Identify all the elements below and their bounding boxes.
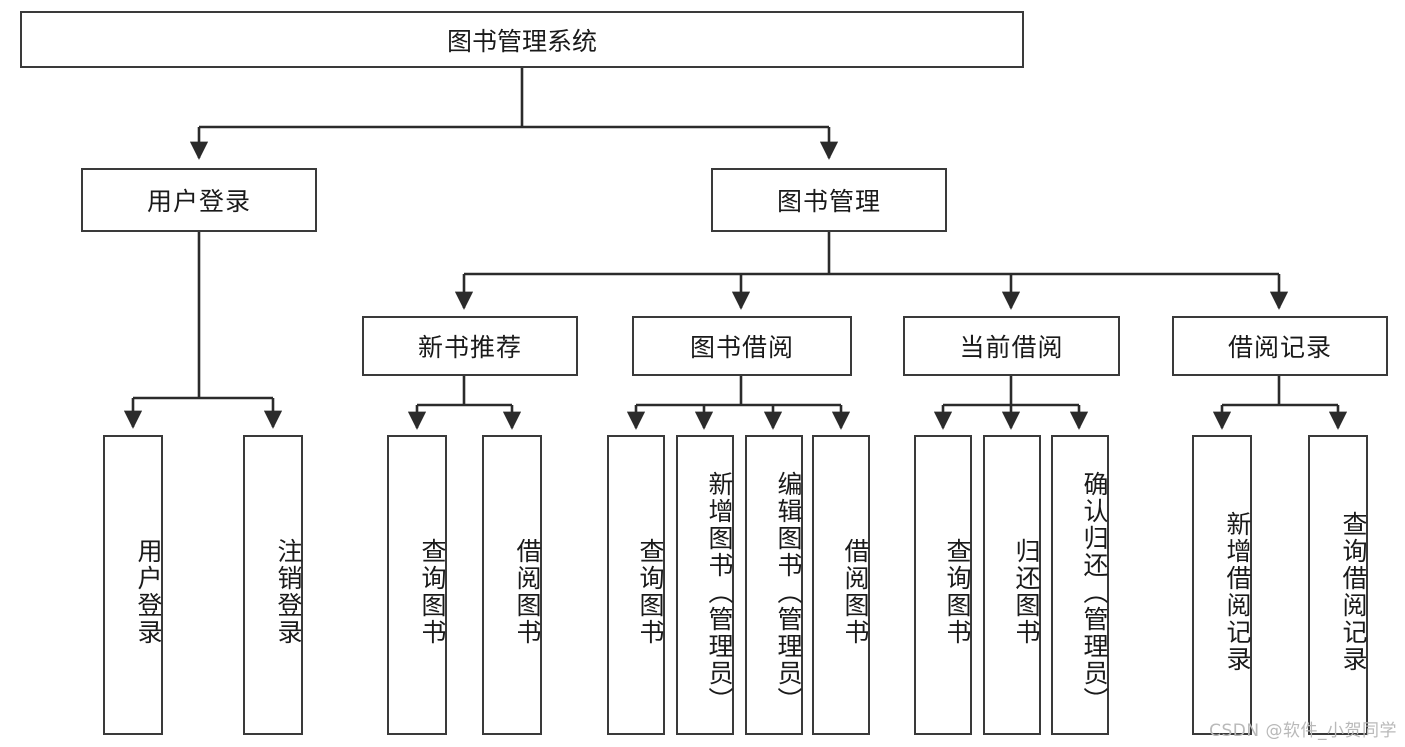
leaf-add-borrow-record[interactable]: 新增借阅记录 (1192, 435, 1252, 735)
node-label: 新书推荐 (417, 333, 522, 362)
node-label: 确认归还（管理员） (1080, 470, 1109, 714)
node-label: 借阅图书 (841, 538, 870, 646)
leaf-user-login[interactable]: 用户登录 (103, 435, 163, 735)
node-label: 用户登录 (146, 187, 251, 216)
node-borrow-record[interactable]: 借阅记录 (1172, 316, 1388, 376)
node-label: 注销登录 (274, 538, 303, 646)
node-book-borrow[interactable]: 图书借阅 (632, 316, 852, 376)
leaf-borrow-book[interactable]: 借阅图书 (812, 435, 870, 735)
leaf-query-book-borrow[interactable]: 查询图书 (607, 435, 665, 735)
node-label: 用户登录 (134, 538, 163, 646)
leaf-return-book[interactable]: 归还图书 (983, 435, 1041, 735)
node-label: 新增借阅记录 (1223, 511, 1252, 673)
node-current-borrow[interactable]: 当前借阅 (903, 316, 1120, 376)
node-label: 编辑图书（管理员） (774, 470, 803, 714)
node-label: 查询借阅记录 (1339, 511, 1368, 673)
leaf-edit-book-admin[interactable]: 编辑图书（管理员） (745, 435, 803, 735)
leaf-query-borrow-record[interactable]: 查询借阅记录 (1308, 435, 1368, 735)
node-label: 图书借阅 (689, 333, 794, 362)
leaf-borrow-book-recommend[interactable]: 借阅图书 (482, 435, 542, 735)
node-label: 借阅图书 (513, 538, 542, 646)
leaf-confirm-return-admin[interactable]: 确认归还（管理员） (1051, 435, 1109, 735)
node-label: 借阅记录 (1227, 333, 1332, 362)
node-new-book-recommend[interactable]: 新书推荐 (362, 316, 578, 376)
node-user-login[interactable]: 用户登录 (81, 168, 317, 232)
leaf-query-book-current[interactable]: 查询图书 (914, 435, 972, 735)
node-label: 查询图书 (636, 538, 665, 646)
leaf-add-book-admin[interactable]: 新增图书（管理员） (676, 435, 734, 735)
node-label: 当前借阅 (959, 333, 1064, 362)
node-label: 查询图书 (418, 538, 447, 646)
node-label: 图书管理 (776, 187, 881, 216)
node-label: 新增图书（管理员） (705, 470, 734, 714)
node-book-management[interactable]: 图书管理 (711, 168, 947, 232)
node-label: 图书管理系统 (446, 26, 597, 56)
node-label: 查询图书 (943, 538, 972, 646)
node-root-system[interactable]: 图书管理系统 (20, 11, 1024, 68)
leaf-query-book-recommend[interactable]: 查询图书 (387, 435, 447, 735)
leaf-logout[interactable]: 注销登录 (243, 435, 303, 735)
node-label: 归还图书 (1012, 538, 1041, 646)
